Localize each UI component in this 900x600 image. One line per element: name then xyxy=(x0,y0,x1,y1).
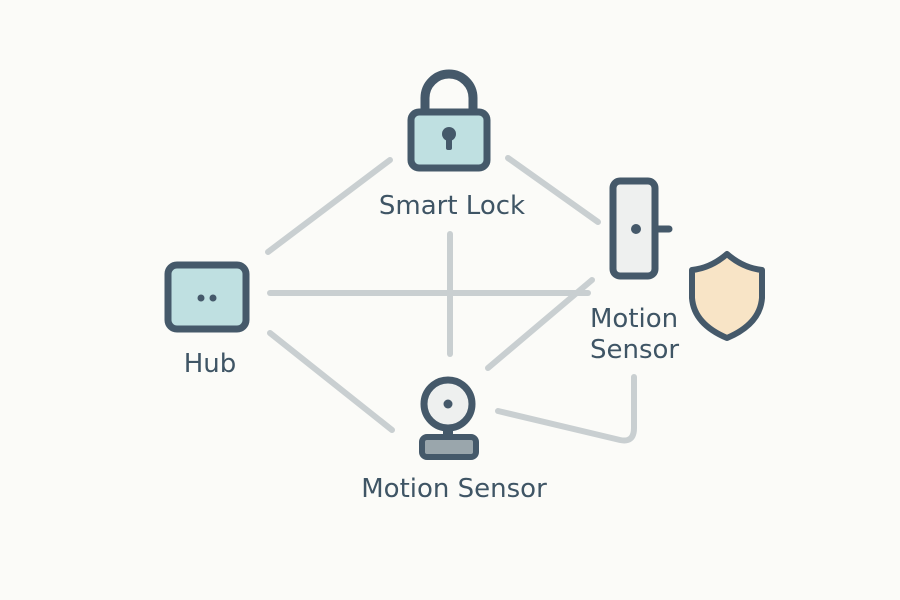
padlock-icon[interactable] xyxy=(407,69,491,172)
hub-label: Hub xyxy=(183,349,237,379)
connector-hub-lock xyxy=(265,157,393,255)
connectors xyxy=(265,155,637,444)
door-sensor-icon[interactable] xyxy=(609,177,673,280)
connector-lock-door-sensor xyxy=(505,155,601,225)
door-sensor-label-line2: Sensor xyxy=(590,335,680,365)
door-sensor-label-line1: Motion xyxy=(590,304,679,334)
camera-icon[interactable] xyxy=(419,376,479,460)
shield-icon xyxy=(689,251,765,341)
hub-icon[interactable] xyxy=(164,261,250,333)
smart-lock-label: Smart Lock xyxy=(378,191,526,221)
connector-door-sensor-camera xyxy=(485,277,595,371)
camera-label: Motion Sensor xyxy=(361,474,547,504)
connector-hub-camera xyxy=(267,330,395,433)
connector-camera-door-sensor-elbow xyxy=(495,374,637,444)
